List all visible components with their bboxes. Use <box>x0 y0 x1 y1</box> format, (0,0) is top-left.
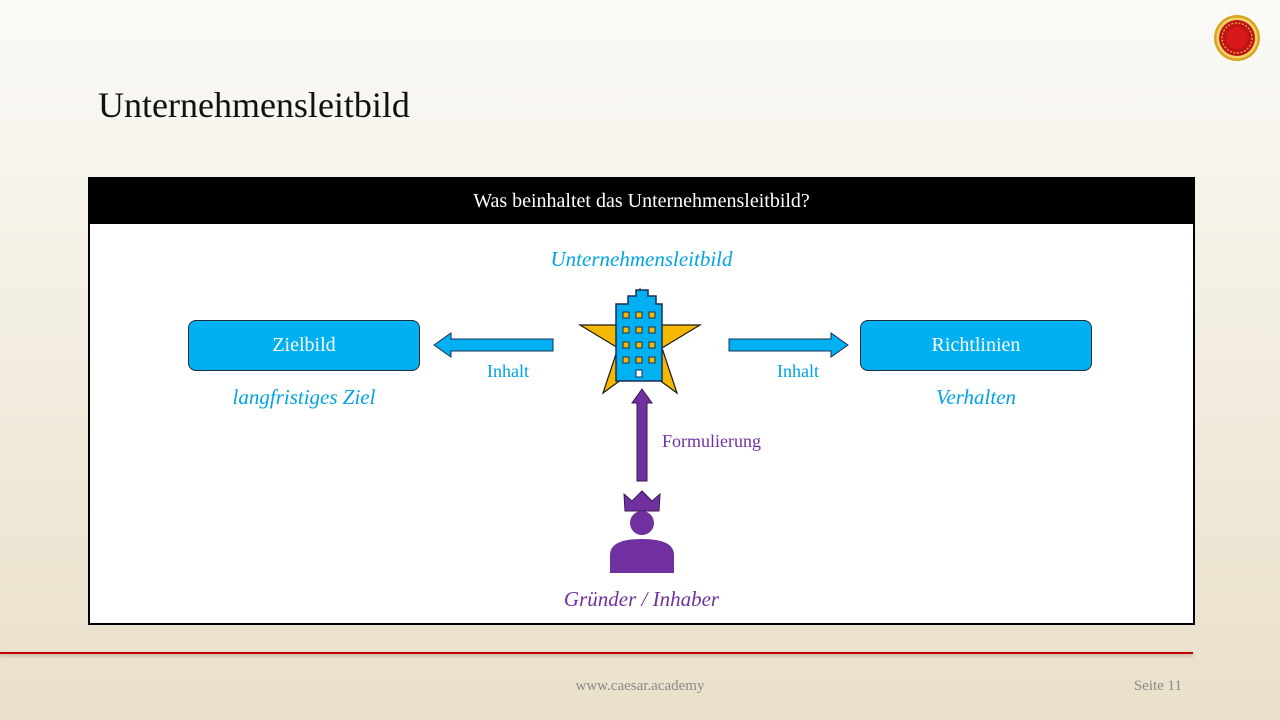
page-number: Seite 11 <box>1133 678 1182 694</box>
slide-title: Unternehmensleitbild <box>98 85 410 125</box>
richtlinien-box: Richtlinien <box>860 320 1092 371</box>
left-caption: langfristiges Ziel <box>232 385 376 409</box>
right-arrow-label: Inhalt <box>777 361 819 381</box>
building-star-icon <box>577 287 703 395</box>
arrow-left-icon <box>433 332 554 358</box>
bottom-caption: Gründer / Inhaber <box>563 587 720 611</box>
frame-header: Was beinhaltet das Unternehmensleitbild? <box>90 179 1193 224</box>
footer-divider <box>0 652 1193 654</box>
up-arrow-label: Formulierung <box>662 431 761 451</box>
left-arrow-label: Inhalt <box>487 361 529 381</box>
laurel-logo-icon <box>1214 15 1260 61</box>
zielbild-box: Zielbild <box>188 320 420 371</box>
founder-king-icon <box>610 490 674 573</box>
footer-url: www.caesar.academy <box>575 678 705 694</box>
diagram-frame: Was beinhaltet das Unternehmensleitbild?… <box>88 177 1195 625</box>
arrow-up-icon <box>631 388 653 482</box>
right-caption: Verhalten <box>935 385 1017 409</box>
center-label: Unternehmensleitbild <box>550 247 733 271</box>
arrow-right-icon <box>728 332 849 358</box>
